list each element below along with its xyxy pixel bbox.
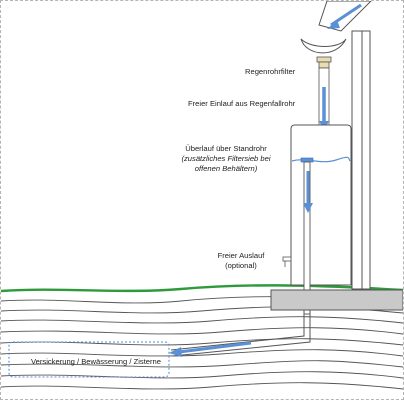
platform bbox=[270, 289, 403, 311]
destination-label: Versickerung / Bewässerung / Zisterne bbox=[31, 357, 161, 366]
overflow-label: Überlauf über Standrohr (zusätzliches Fi… bbox=[173, 144, 279, 174]
overflow-label-line1: Überlauf über Standrohr bbox=[185, 144, 267, 153]
underground-pipe bbox=[170, 310, 311, 357]
outlet-label-line2: (optional) bbox=[225, 261, 257, 270]
ground-layers bbox=[1, 296, 403, 390]
outlet-label-line1: Freier Auslauf bbox=[217, 251, 265, 260]
inlet-label: Freier Einlauf aus Regenfallrohr bbox=[188, 99, 296, 108]
destination-box bbox=[8, 341, 170, 378]
filter-label: Regenrohrfilter bbox=[245, 67, 296, 76]
overflow-label-line2: (zusätzliches Filtersieb bei bbox=[181, 154, 271, 163]
standpipe bbox=[300, 157, 314, 315]
rain-barrel bbox=[290, 124, 352, 286]
free-outlet bbox=[282, 256, 292, 267]
overflow-label-line3: offenen Behältern) bbox=[194, 164, 258, 173]
outflow-arrow bbox=[169, 341, 252, 357]
outlet-label: Freier Auslauf (optional) bbox=[209, 251, 273, 271]
grass-line bbox=[1, 284, 403, 293]
downpipe-diagonal bbox=[318, 1, 372, 32]
funnel-bowl bbox=[300, 38, 347, 54]
downpipe-post bbox=[351, 30, 371, 290]
